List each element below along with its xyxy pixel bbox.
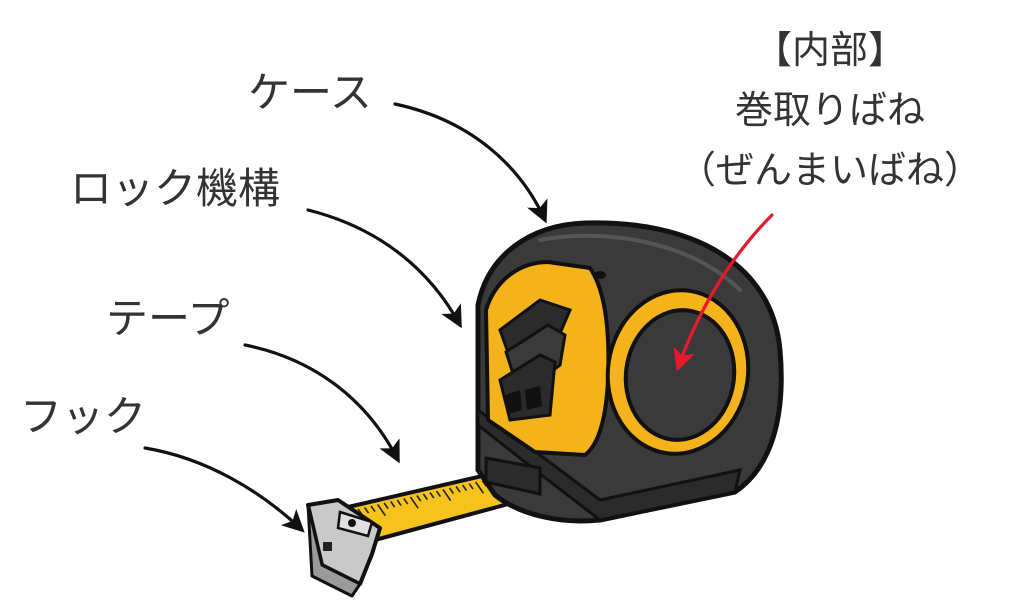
tape-tick bbox=[429, 492, 435, 499]
label-hook: フック bbox=[20, 392, 147, 441]
callout-arrows bbox=[143, 102, 548, 533]
tape-tick bbox=[468, 483, 474, 490]
tape-tick bbox=[435, 490, 442, 498]
tape-tick bbox=[370, 505, 376, 513]
inner-spring-label: 巻取りばね bbox=[734, 88, 925, 132]
tape-tick bbox=[396, 499, 402, 507]
inner-spring-sublabel: （ぜんまいばね） bbox=[677, 148, 982, 192]
tape-tick bbox=[403, 498, 409, 505]
label-lock: ロック機構 bbox=[70, 164, 281, 213]
hook bbox=[306, 498, 382, 598]
inner-title: 【内部】 bbox=[753, 28, 906, 72]
tape-tick bbox=[448, 487, 455, 495]
tape-tick bbox=[363, 507, 370, 514]
tape-tick bbox=[475, 481, 485, 494]
label-tape: テープ bbox=[106, 294, 230, 343]
arrow-case bbox=[393, 102, 548, 224]
arrow-tape bbox=[243, 343, 400, 464]
tape-tick bbox=[409, 496, 419, 509]
lock-button bbox=[498, 298, 573, 422]
tape-tick bbox=[422, 493, 428, 501]
tape-tick bbox=[383, 502, 389, 510]
tape-tick bbox=[442, 489, 452, 502]
case-body bbox=[475, 220, 784, 524]
arrow-spring bbox=[673, 213, 774, 372]
arrow-hook bbox=[143, 446, 305, 533]
tape-tick bbox=[416, 495, 422, 502]
label-case: ケース bbox=[248, 68, 372, 117]
tape-tick bbox=[377, 504, 387, 517]
tape-slot bbox=[484, 456, 542, 496]
tape-tick bbox=[390, 501, 396, 508]
tape-tick bbox=[455, 486, 461, 493]
tape-tick bbox=[461, 484, 468, 492]
arrow-lock bbox=[306, 208, 462, 329]
